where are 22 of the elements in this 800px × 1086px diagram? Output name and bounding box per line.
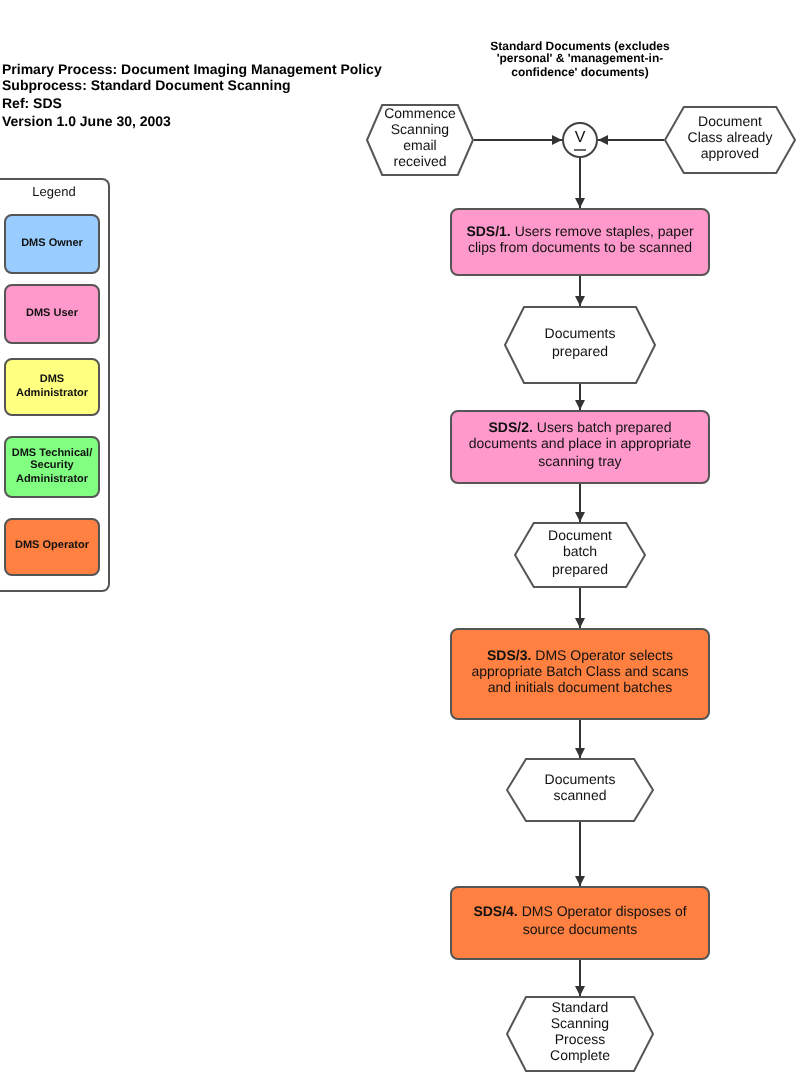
arrow	[575, 157, 585, 209]
arrow	[575, 959, 585, 997]
event-hexagon	[506, 758, 654, 822]
arrow	[575, 483, 585, 523]
event-hexagon	[664, 106, 796, 174]
arrow	[575, 383, 585, 411]
connector-circle	[562, 122, 598, 158]
event-hexagon	[366, 104, 474, 176]
operator-symbol: V	[574, 128, 586, 148]
arrow	[473, 135, 563, 145]
event-hexagon	[506, 996, 654, 1072]
arrow	[575, 275, 585, 307]
process-box	[450, 886, 710, 960]
arrow	[575, 587, 585, 629]
process-box	[450, 410, 710, 484]
arrow	[597, 135, 665, 145]
event-hexagon	[504, 306, 656, 384]
event-hexagon	[514, 522, 646, 588]
arrow	[575, 719, 585, 759]
process-box	[450, 628, 710, 720]
arrow	[575, 821, 585, 887]
process-box	[450, 208, 710, 276]
